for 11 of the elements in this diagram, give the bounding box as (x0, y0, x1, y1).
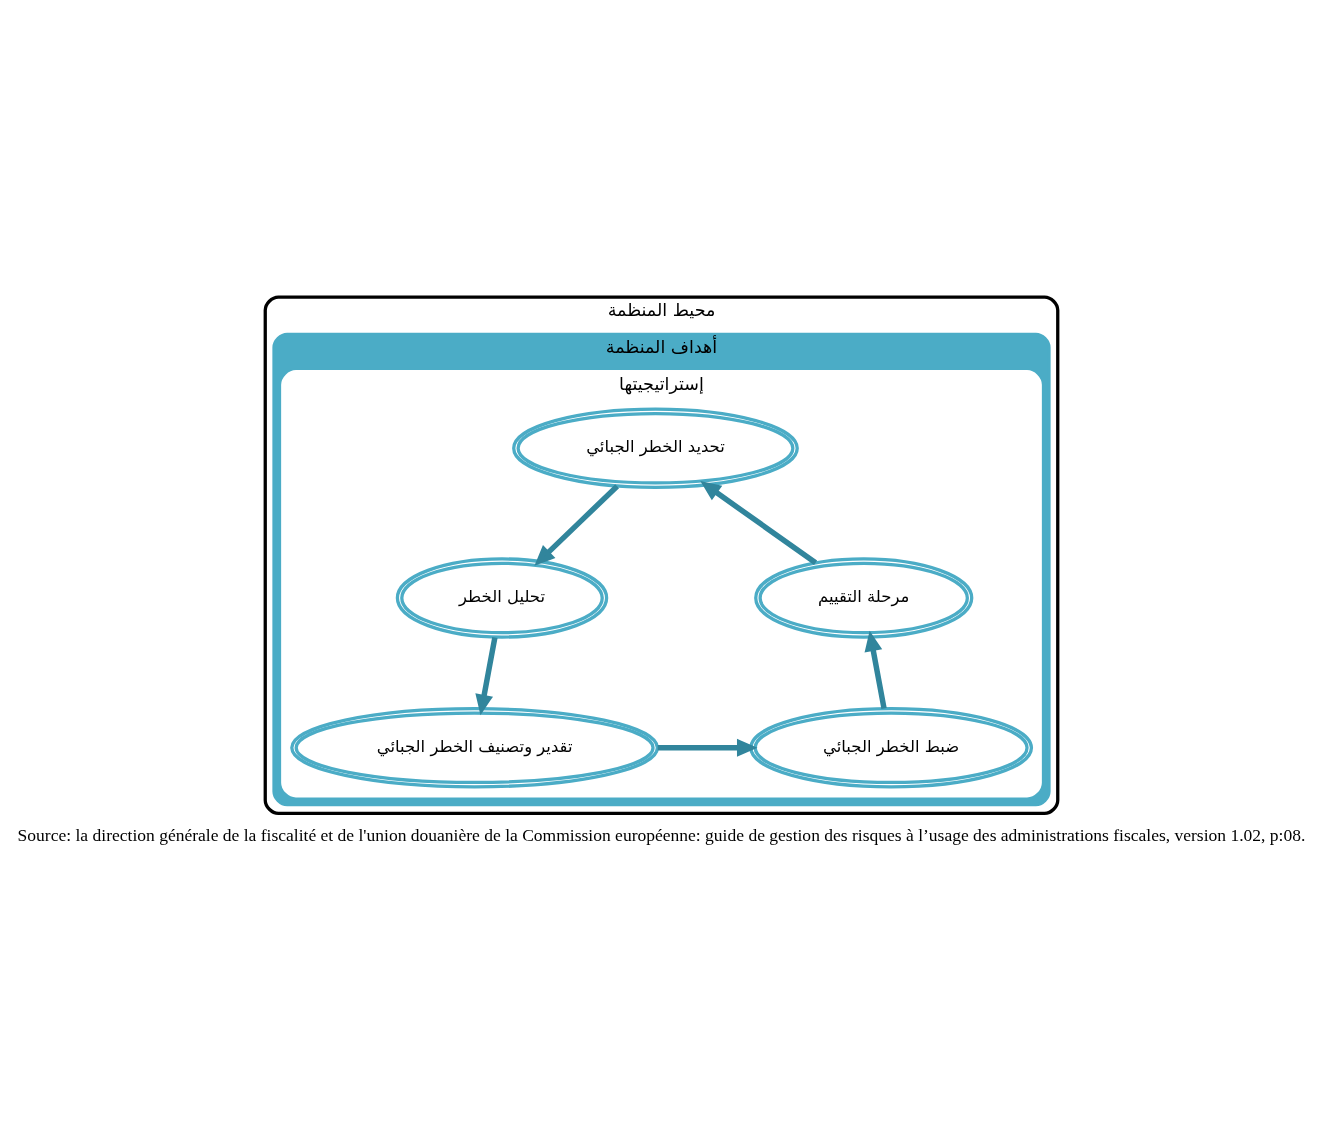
arrow (475, 636, 498, 715)
arrow (534, 483, 620, 566)
arrow (657, 738, 758, 757)
node-ellipse: تحليل الخطر (395, 556, 609, 639)
caption: Source: la direction générale de la fiscalité et de l'union douanière de la Commission européenne: guide de gestion des risques à l’usage des administrations fiscales, version 1.02, p:08. (17, 824, 1306, 845)
arrow (864, 630, 887, 709)
arrow (700, 480, 818, 565)
node-ellipse: تقدير وتصنيف الخطر الجبائي (290, 706, 660, 788)
node-ellipse: تحديد الخطر الجبائي (512, 407, 799, 489)
node-ellipse: ضبط الخطر الجبائي (749, 706, 1034, 788)
node-ellipse: مرحلة التقييم (754, 556, 974, 639)
